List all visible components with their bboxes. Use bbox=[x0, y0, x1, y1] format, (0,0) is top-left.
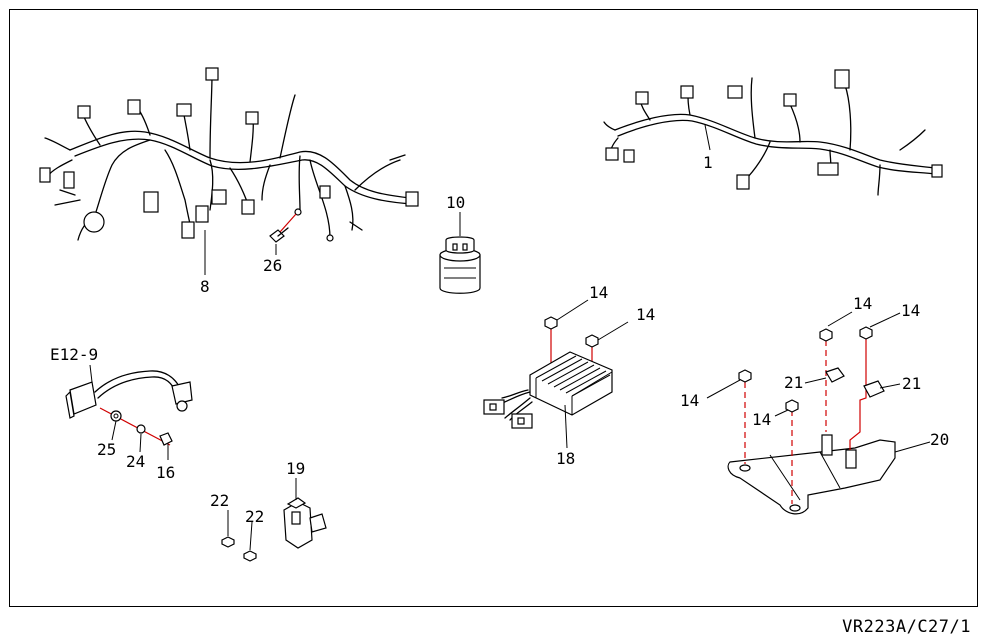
callout-26: 26 bbox=[263, 256, 282, 275]
callout-20: 20 bbox=[930, 430, 949, 449]
screw-22-a[interactable] bbox=[221, 510, 235, 548]
callout-25: 25 bbox=[97, 440, 116, 459]
callout-1: 1 bbox=[703, 153, 713, 172]
callout-22-a: 22 bbox=[210, 491, 229, 510]
callout-19: 19 bbox=[286, 459, 305, 478]
drawing-frame bbox=[9, 9, 978, 607]
callout-14-e: 14 bbox=[680, 391, 699, 410]
bracket-19[interactable] bbox=[283, 478, 327, 549]
callout-14-d: 14 bbox=[901, 301, 920, 320]
callout-14-f: 14 bbox=[752, 410, 771, 429]
relay-10[interactable] bbox=[439, 212, 481, 294]
callout-14-a: 14 bbox=[589, 283, 608, 302]
drawing-code: VR223A/C27/1 bbox=[842, 617, 971, 637]
screw-22-b[interactable] bbox=[243, 521, 257, 562]
callout-24: 24 bbox=[126, 452, 145, 471]
sensor-e12-9[interactable] bbox=[65, 364, 193, 460]
bracket-20[interactable] bbox=[706, 311, 931, 515]
callout-e12-9: E12-9 bbox=[50, 345, 98, 364]
wiring-harness-1[interactable] bbox=[603, 69, 943, 196]
callout-22-b: 22 bbox=[245, 507, 264, 526]
callout-16: 16 bbox=[156, 463, 175, 482]
callout-21-b: 21 bbox=[902, 374, 921, 393]
callout-21-a: 21 bbox=[784, 373, 803, 392]
bolt-26[interactable] bbox=[269, 213, 297, 255]
callout-14-c: 14 bbox=[853, 294, 872, 313]
wiring-harness-8[interactable] bbox=[39, 67, 419, 275]
callout-14-b: 14 bbox=[636, 305, 655, 324]
callout-18: 18 bbox=[556, 449, 575, 468]
regulator-18[interactable] bbox=[483, 299, 629, 449]
callout-10: 10 bbox=[446, 193, 465, 212]
callout-8: 8 bbox=[200, 277, 210, 296]
